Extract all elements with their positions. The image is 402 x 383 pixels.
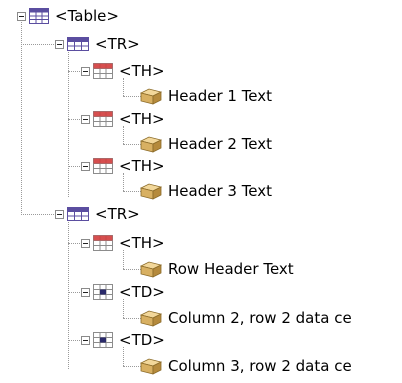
node-label: Header 1 Text	[168, 87, 273, 105]
tree-node-text[interactable]: Column 2, row 2 data ce	[140, 307, 352, 329]
node-label: <TD>	[119, 283, 165, 301]
data-cell-icon	[93, 284, 113, 300]
tree-node-table[interactable]: <Table>	[17, 5, 119, 27]
node-label: <TD>	[119, 331, 165, 349]
tree-connector	[123, 299, 124, 318]
tree-connector	[123, 366, 141, 367]
node-label: Row Header Text	[168, 260, 294, 278]
tree-connector	[123, 96, 141, 97]
tree-connector	[68, 119, 86, 120]
node-label: <TR>	[95, 35, 140, 53]
collapse-toggle[interactable]	[17, 11, 26, 21]
collapse-toggle[interactable]	[81, 161, 90, 171]
tree-connector	[68, 50, 69, 197]
node-label: <TH>	[119, 234, 165, 252]
tree-connector	[68, 243, 86, 244]
collapse-toggle[interactable]	[81, 66, 90, 76]
tree-connector	[123, 250, 124, 269]
tree-connector	[123, 173, 124, 191]
table-row-icon	[67, 207, 89, 221]
collapse-toggle[interactable]	[81, 287, 90, 297]
text-node-icon	[140, 136, 162, 153]
tree-connector	[68, 166, 86, 167]
data-cell-icon	[93, 332, 113, 348]
node-label: Header 3 Text	[168, 182, 273, 200]
tree-connector	[123, 78, 124, 96]
node-label: Header 2 Text	[168, 135, 273, 153]
tree-node-td[interactable]: <TD>	[81, 281, 165, 303]
collapse-toggle[interactable]	[81, 114, 90, 124]
header-cell-icon	[93, 235, 113, 251]
tree-node-text[interactable]: Column 3, row 2 data ce	[140, 355, 352, 377]
tree-connector	[68, 71, 86, 72]
collapse-toggle[interactable]	[81, 335, 90, 345]
tree-connector	[68, 340, 86, 341]
text-node-icon	[140, 310, 162, 327]
tree-node-text[interactable]: Row Header Text	[140, 258, 294, 280]
node-label: <TH>	[119, 62, 165, 80]
tree-node-tr[interactable]: <TR>	[55, 203, 140, 225]
tree-connector	[123, 269, 141, 270]
text-node-icon	[140, 183, 162, 200]
tree-connector	[68, 292, 86, 293]
node-label: <TH>	[119, 157, 165, 175]
collapse-toggle[interactable]	[81, 238, 90, 248]
tree-node-text[interactable]: Header 2 Text	[140, 133, 272, 155]
tree-connector	[123, 126, 124, 144]
tree-connector	[21, 16, 22, 215]
node-label: Column 3, row 2 data ce	[168, 357, 352, 375]
tree-node-th[interactable]: <TH>	[81, 60, 165, 82]
tree-connector	[123, 347, 124, 366]
node-label: <Table>	[55, 7, 119, 25]
node-label: <TR>	[95, 205, 140, 223]
tree-connector	[123, 318, 141, 319]
table-icon	[29, 8, 49, 24]
node-label: <TH>	[119, 110, 165, 128]
collapse-toggle[interactable]	[55, 209, 64, 219]
tree-node-text[interactable]: Header 3 Text	[140, 180, 272, 202]
node-label: Column 2, row 2 data ce	[168, 309, 352, 327]
header-cell-icon	[93, 158, 113, 174]
tree-node-text[interactable]: Header 1 Text	[140, 85, 272, 107]
collapse-toggle[interactable]	[55, 39, 64, 49]
tree-node-tr[interactable]: <TR>	[55, 33, 140, 55]
tree-connector	[68, 222, 69, 369]
text-node-icon	[140, 88, 162, 105]
table-row-icon	[67, 37, 89, 51]
text-node-icon	[140, 358, 162, 375]
tree-connector	[21, 44, 60, 45]
tree-node-th[interactable]: <TH>	[81, 155, 165, 177]
header-cell-icon	[93, 63, 113, 79]
tree-node-td[interactable]: <TD>	[81, 329, 165, 351]
tree-connector	[123, 144, 141, 145]
header-cell-icon	[93, 111, 113, 127]
tree-node-th[interactable]: <TH>	[81, 108, 165, 130]
tree-node-th[interactable]: <TH>	[81, 232, 165, 254]
text-node-icon	[140, 261, 162, 278]
tree-connector	[21, 214, 60, 215]
tree-connector	[123, 191, 141, 192]
